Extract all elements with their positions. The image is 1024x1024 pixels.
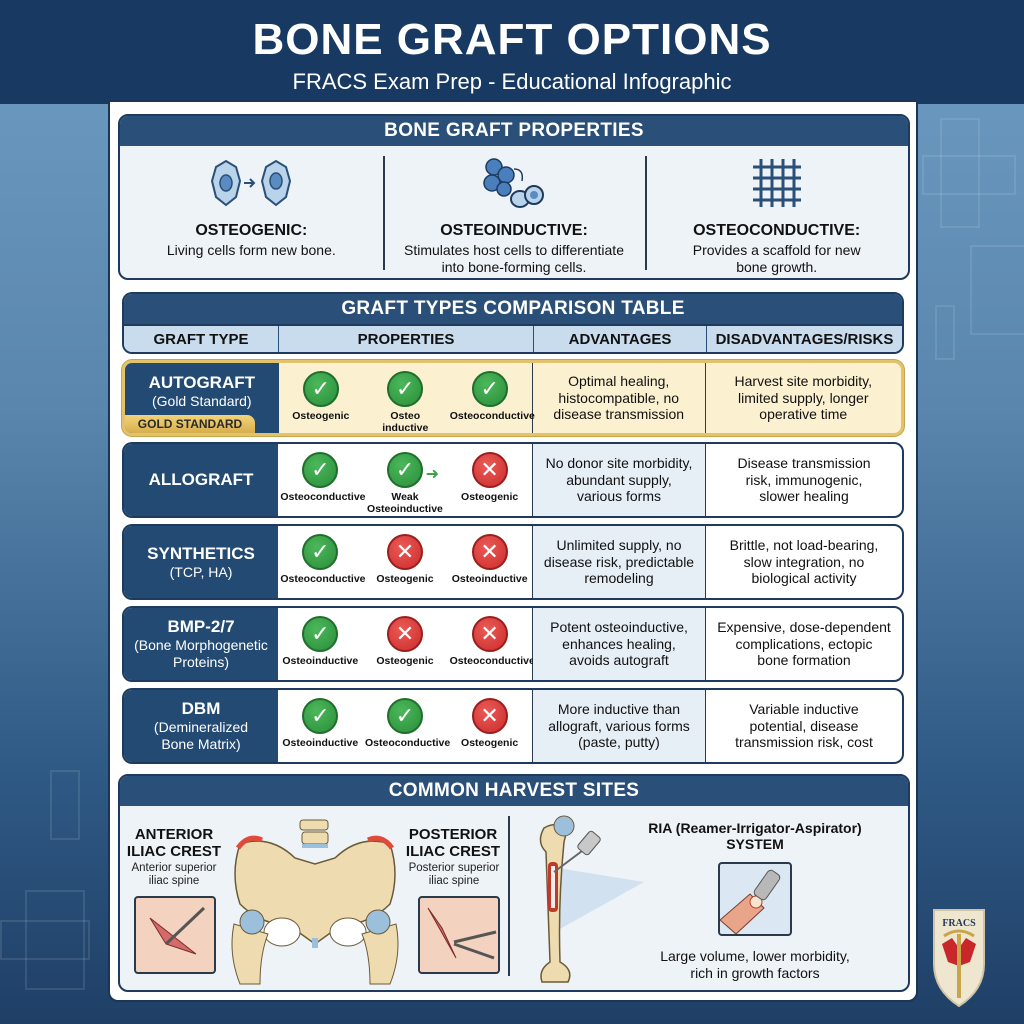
check-icon: ✓ [302, 371, 339, 407]
table-row-bmp: BMP-2/7 (Bone Morphogenetic Proteins) ✓O… [122, 606, 904, 682]
bg-cross-decoration [25, 890, 85, 990]
table-row-autograft: AUTOGRAFT (Gold Standard) GOLD STANDARD … [122, 360, 904, 436]
infographic-sheet: BONE GRAFT PROPERTIES OSTEOGENIC: Living… [108, 100, 918, 1002]
check-icon: ✓ [386, 698, 423, 734]
table-row-synthetics: SYNTHETICS (TCP, HA) ✓Osteoconductive ✕O… [122, 524, 904, 600]
disadvantages-cell: Variable inductive potential, disease tr… [735, 701, 873, 751]
column-headers: GRAFT TYPE PROPERTIES ADVANTAGES DISADVA… [124, 324, 902, 352]
disadvantages-cell: Harvest site morbidity, limited supply, … [734, 373, 872, 423]
scaffold-grid-icon [645, 154, 908, 212]
anterior-incision-inset [134, 896, 216, 974]
posterior-iliac-crest-label: POSTERIOR ILIAC CREST [405, 826, 501, 860]
property-osteogenic: OSTEOGENIC: Living cells form new bone. [120, 146, 383, 278]
graft-type-cell: ALLOGRAFT [124, 444, 278, 516]
properties-cell: ✓Osteoinductive ✓Osteoconductive ✕Osteog… [278, 690, 533, 762]
cross-icon: ✕ [471, 698, 508, 734]
panel-title: BONE GRAFT PROPERTIES [120, 116, 908, 146]
advantages-cell: Optimal healing, histocompatible, no dis… [533, 363, 706, 433]
page-title: BONE GRAFT OPTIONS [252, 15, 772, 64]
property-osteoconductive: OSTEOCONDUCTIVE: Provides a scaffold for… [645, 146, 908, 278]
divider [508, 816, 510, 976]
check-icon: ✓ [302, 534, 339, 570]
check-icon: ✓ [387, 371, 424, 407]
bg-cross-decoration [0, 920, 90, 960]
ria-description: Large volume, lower morbidity, rich in g… [660, 948, 850, 981]
panel-title: COMMON HARVEST SITES [120, 776, 908, 806]
harvest-sites-panel: COMMON HARVEST SITES ANTERIOR ILIAC CRES… [118, 774, 910, 992]
fracs-logo: FRACS [930, 904, 988, 1008]
graft-type-cell: DBM (Demineralized Bone Matrix) [124, 690, 278, 762]
cross-icon: ✕ [471, 616, 508, 652]
comparison-table-header: GRAFT TYPES COMPARISON TABLE GRAFT TYPE … [122, 292, 904, 354]
check-icon: ✓ [302, 452, 339, 488]
table-title: GRAFT TYPES COMPARISON TABLE [124, 294, 902, 324]
column-header: DISADVANTAGES/RISKS [706, 326, 902, 352]
disadvantages-cell: Brittle, not load-bearing, slow integrat… [729, 537, 879, 587]
protein-cell-signal-icon [383, 154, 646, 212]
cell-division-icon [120, 154, 383, 212]
column-header: PROPERTIES [278, 326, 533, 352]
cross-icon: ✕ [471, 534, 508, 570]
bg-cross-decoration [970, 245, 1024, 335]
check-icon: ✓ [302, 616, 339, 652]
ria-reamer-inset [718, 862, 792, 936]
page-subtitle: FRACS Exam Prep - Educational Infographi… [292, 69, 732, 94]
pelvis-illustration [231, 819, 399, 985]
bg-cross-decoration [922, 155, 1016, 195]
table-row-dbm: DBM (Demineralized Bone Matrix) ✓Osteoin… [122, 688, 904, 764]
page-header: BONE GRAFT OPTIONS FRACS Exam Prep - Edu… [0, 0, 1024, 104]
cross-icon: ✕ [386, 534, 423, 570]
check-icon: ✓ [302, 698, 339, 734]
advantages-cell: More inductive than allograft, various f… [533, 690, 706, 762]
properties-cell: ✓Osteoconductive ✕Osteogenic ✕Osteoinduc… [278, 526, 533, 598]
cross-icon: ✕ [471, 452, 508, 488]
advantages-cell: Potent osteoinductive, enhances healing,… [533, 608, 706, 680]
advantages-cell: Unlimited supply, no disease risk, predi… [533, 526, 706, 598]
disadvantages-cell: Expensive, dose-dependent complications,… [717, 619, 891, 669]
graft-type-cell: BMP-2/7 (Bone Morphogenetic Proteins) [124, 608, 278, 680]
gold-standard-badge: GOLD STANDARD [125, 415, 255, 433]
bone-graft-properties-panel: BONE GRAFT PROPERTIES OSTEOGENIC: Living… [118, 114, 910, 280]
bg-cross-decoration [940, 118, 980, 228]
property-osteoinductive: OSTEOINDUCTIVE: Stimulates host cells to… [382, 146, 646, 278]
femur-ria-illustration [539, 815, 644, 983]
properties-cell: ✓Osteoinductive ✕Osteogenic ✕Osteoconduc… [278, 608, 535, 680]
check-icon: ✓ [471, 371, 508, 407]
ria-system-title: RIA (Reamer-Irrigator-Aspirator) SYSTEM [648, 820, 862, 852]
disadvantages-cell: Disease transmission risk, immunogenic, … [737, 455, 871, 505]
weak-check-arrow-icon: ✓➜ [386, 452, 439, 488]
cross-icon: ✕ [386, 616, 423, 652]
posterior-incision-inset [418, 896, 500, 974]
svg-text:FRACS: FRACS [942, 918, 976, 929]
advantages-cell: No donor site morbidity, abundant supply… [533, 444, 706, 516]
graft-type-cell: AUTOGRAFT (Gold Standard) GOLD STANDARD [125, 363, 279, 433]
graft-type-cell: SYNTHETICS (TCP, HA) [124, 526, 278, 598]
bg-cross-decoration [935, 305, 955, 360]
bg-cross-decoration [50, 770, 80, 840]
anterior-iliac-crest-label: ANTERIOR ILIAC CREST [126, 826, 222, 860]
column-header: GRAFT TYPE [153, 331, 249, 348]
column-header: ADVANTAGES [533, 326, 706, 352]
